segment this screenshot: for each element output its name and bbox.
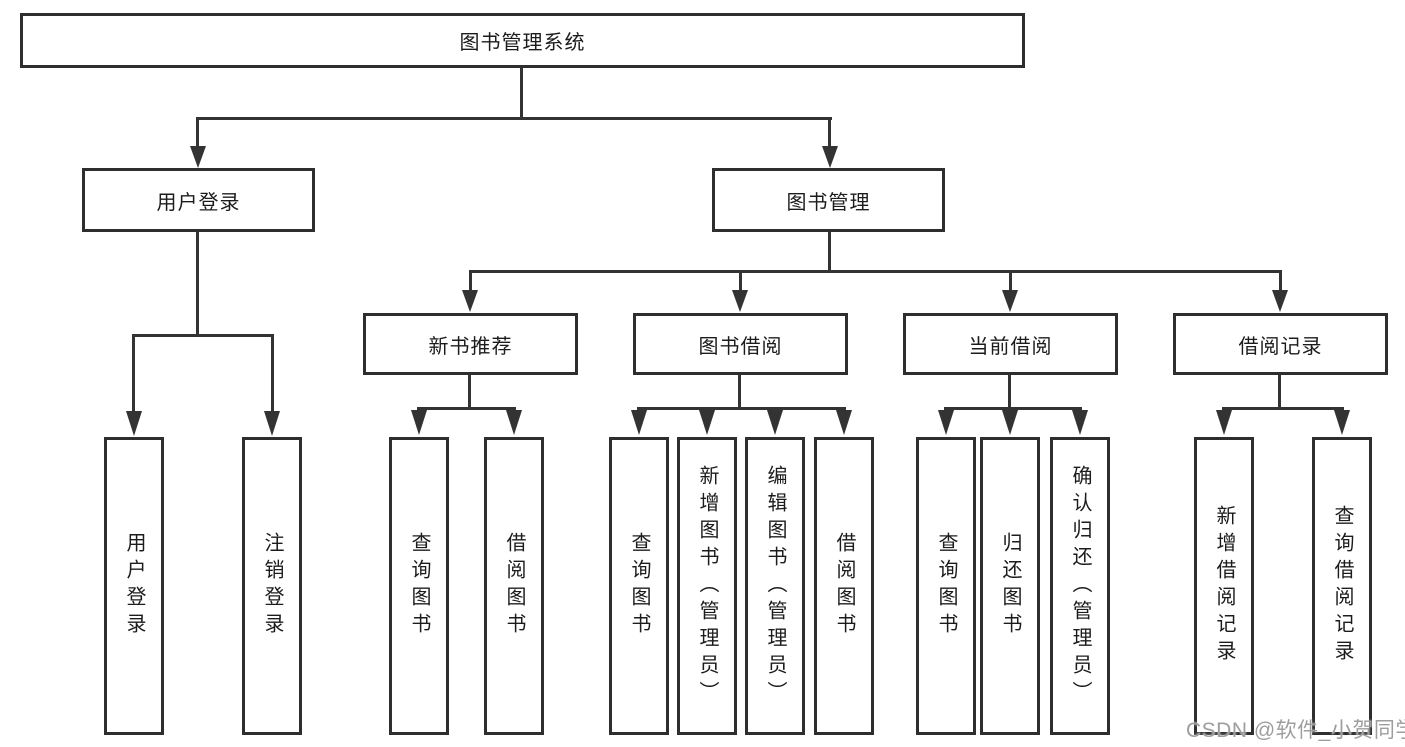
connector-line [468,375,471,410]
arrow-down [1002,410,1018,435]
arrow-down [822,146,838,168]
node-label: 图书管理系统 [459,32,586,54]
arrow-down [190,146,206,168]
connector-line [1008,375,1011,410]
arrow-down [1072,410,1088,435]
node-new-book-recommendation: 新书推荐 [363,313,578,375]
leaf-query-books-current: 查询图书 [916,437,976,735]
node-label: 图书管理 [786,191,871,214]
leaf-user-login: 用户登录 [104,437,164,735]
leaf-confirm-return-admin: 确认归还（管理员） [1050,437,1110,735]
arrow-down [732,290,748,312]
node-library-system: 图书管理系统 [20,13,1025,68]
arrow-down [264,411,280,436]
leaf-return-books: 归还图书 [980,437,1040,735]
node-label: 图书借阅 [698,335,783,358]
connector-line [739,270,742,291]
leaf-query-books-borrowing: 查询图书 [609,437,669,735]
connector-line [1279,270,1282,291]
connector-line [132,334,274,337]
leaf-query-books-recommend: 查询图书 [389,437,449,735]
leaf-label: 新增借阅记录 [1213,505,1235,667]
leaf-label: 查询图书 [628,532,650,640]
arrow-down [1334,410,1350,435]
node-current-borrowing: 当前借阅 [903,313,1118,375]
leaf-label: 借阅图书 [503,532,525,640]
connector-line [271,334,274,413]
connector-line [1009,270,1012,291]
connector-line [944,407,1082,410]
node-label: 用户登录 [156,191,241,214]
leaf-query-borrow-record: 查询借阅记录 [1312,437,1372,735]
node-label: 当前借阅 [968,335,1053,358]
leaf-logout: 注销登录 [242,437,302,735]
leaf-label: 用户登录 [123,532,145,640]
node-book-borrowing: 图书借阅 [633,313,848,375]
node-label: 新书推荐 [428,335,513,358]
arrow-down [462,290,478,312]
leaf-label: 编辑图书（管理员） [764,464,786,708]
node-borrowing-records: 借阅记录 [1173,313,1388,375]
leaf-edit-book-admin: 编辑图书（管理员） [745,437,805,735]
leaf-borrow-books-recommend: 借阅图书 [484,437,544,735]
connector-line [1222,407,1344,410]
leaf-label: 注销登录 [261,532,283,640]
arrow-down [938,410,954,435]
connector-line [132,334,135,413]
arrow-down [1002,290,1018,312]
connector-line [197,117,832,120]
connector-line [196,117,199,148]
arrow-down [836,410,852,435]
arrow-down [699,410,715,435]
leaf-borrow-books-borrowing: 借阅图书 [814,437,874,735]
connector-line [417,407,516,410]
leaf-label: 查询图书 [408,532,430,640]
connector-line [738,375,741,410]
node-book-management: 图书管理 [712,168,945,232]
arrow-down [631,410,647,435]
arrow-down [767,410,783,435]
node-user-login: 用户登录 [82,168,315,232]
leaf-label: 确认归还（管理员） [1069,464,1091,708]
leaf-add-borrow-record: 新增借阅记录 [1194,437,1254,735]
leaf-label: 新增图书（管理员） [696,464,718,708]
connector-line [196,232,199,337]
leaf-label: 归还图书 [999,532,1021,640]
connector-line [469,270,1282,273]
leaf-label: 借阅图书 [833,532,855,640]
connector-line [469,270,472,291]
node-label: 借阅记录 [1238,335,1323,358]
watermark: CSDN @软件_小贺同学 [1186,719,1405,742]
connector-line [828,117,831,148]
leaf-label: 查询图书 [935,532,957,640]
arrow-down [411,410,427,435]
arrow-down [1272,290,1288,312]
connector-line [520,68,523,118]
leaf-add-book-admin: 新增图书（管理员） [677,437,737,735]
connector-line [637,407,846,410]
arrow-down [126,411,142,436]
connector-line [828,232,831,273]
leaf-label: 查询借阅记录 [1331,505,1353,667]
connector-line [1278,375,1281,410]
arrow-down [1216,410,1232,435]
arrow-down [506,410,522,435]
